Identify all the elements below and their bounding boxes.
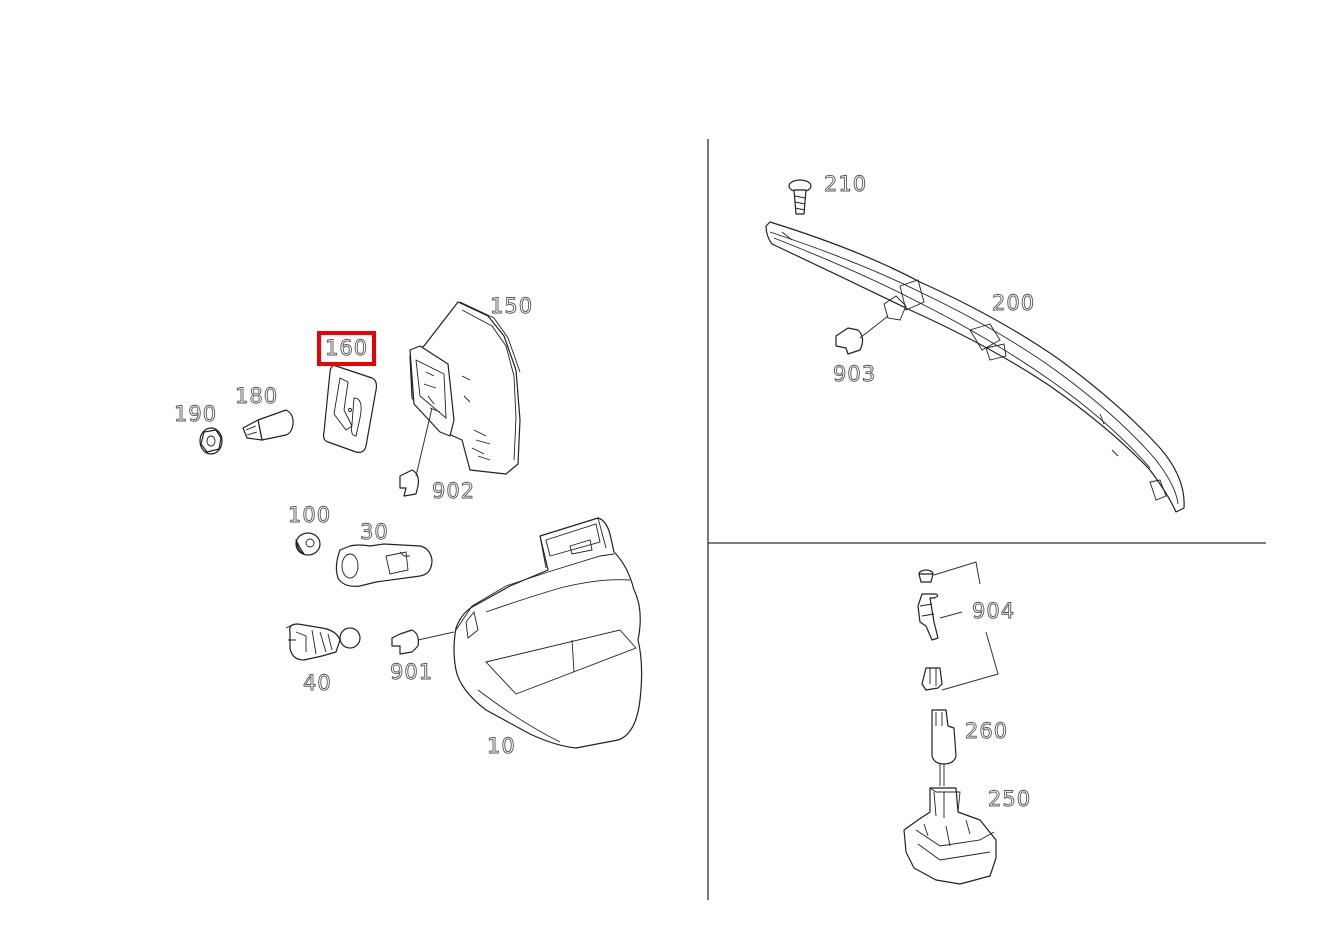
label-part-10[interactable]: 10 <box>487 734 516 758</box>
label-part-250[interactable]: 250 <box>988 787 1032 811</box>
part-250-license-lamp[interactable] <box>903 787 997 885</box>
part-30-bracket[interactable] <box>335 543 433 587</box>
label-part-180[interactable]: 180 <box>235 384 279 408</box>
label-part-30[interactable]: 30 <box>360 520 389 544</box>
label-part-150[interactable]: 150 <box>490 294 534 318</box>
label-part-901[interactable]: 901 <box>390 660 434 684</box>
part-200-trim-strip[interactable] <box>765 221 1185 513</box>
part-903-connector[interactable] <box>835 295 907 355</box>
label-part-190[interactable]: 190 <box>174 402 218 426</box>
part-904-fastener-set[interactable] <box>917 561 999 691</box>
label-part-160-highlighted[interactable]: 160 <box>316 331 377 366</box>
part-10-tail-lamp[interactable] <box>453 517 643 749</box>
label-part-902[interactable]: 902 <box>432 479 476 503</box>
label-part-904[interactable]: 904 <box>972 599 1016 623</box>
label-part-903[interactable]: 903 <box>833 362 877 386</box>
label-part-260[interactable]: 260 <box>965 719 1009 743</box>
part-180-bulb[interactable] <box>242 409 294 441</box>
part-100-grommet[interactable] <box>295 532 321 556</box>
label-part-200[interactable]: 200 <box>992 291 1036 315</box>
part-40-bulb-socket[interactable] <box>285 623 361 661</box>
label-part-100[interactable]: 100 <box>288 503 332 527</box>
part-210-screw[interactable] <box>788 179 812 215</box>
part-901-connector[interactable] <box>391 629 455 655</box>
label-part-210[interactable]: 210 <box>824 172 868 196</box>
part-190-nut[interactable] <box>199 427 223 455</box>
part-160-gasket[interactable] <box>322 365 378 453</box>
part-902-connector[interactable] <box>399 407 433 497</box>
part-150-lamp-housing[interactable] <box>409 301 521 475</box>
part-260-bulb[interactable] <box>931 709 957 786</box>
label-part-40[interactable]: 40 <box>303 671 332 695</box>
